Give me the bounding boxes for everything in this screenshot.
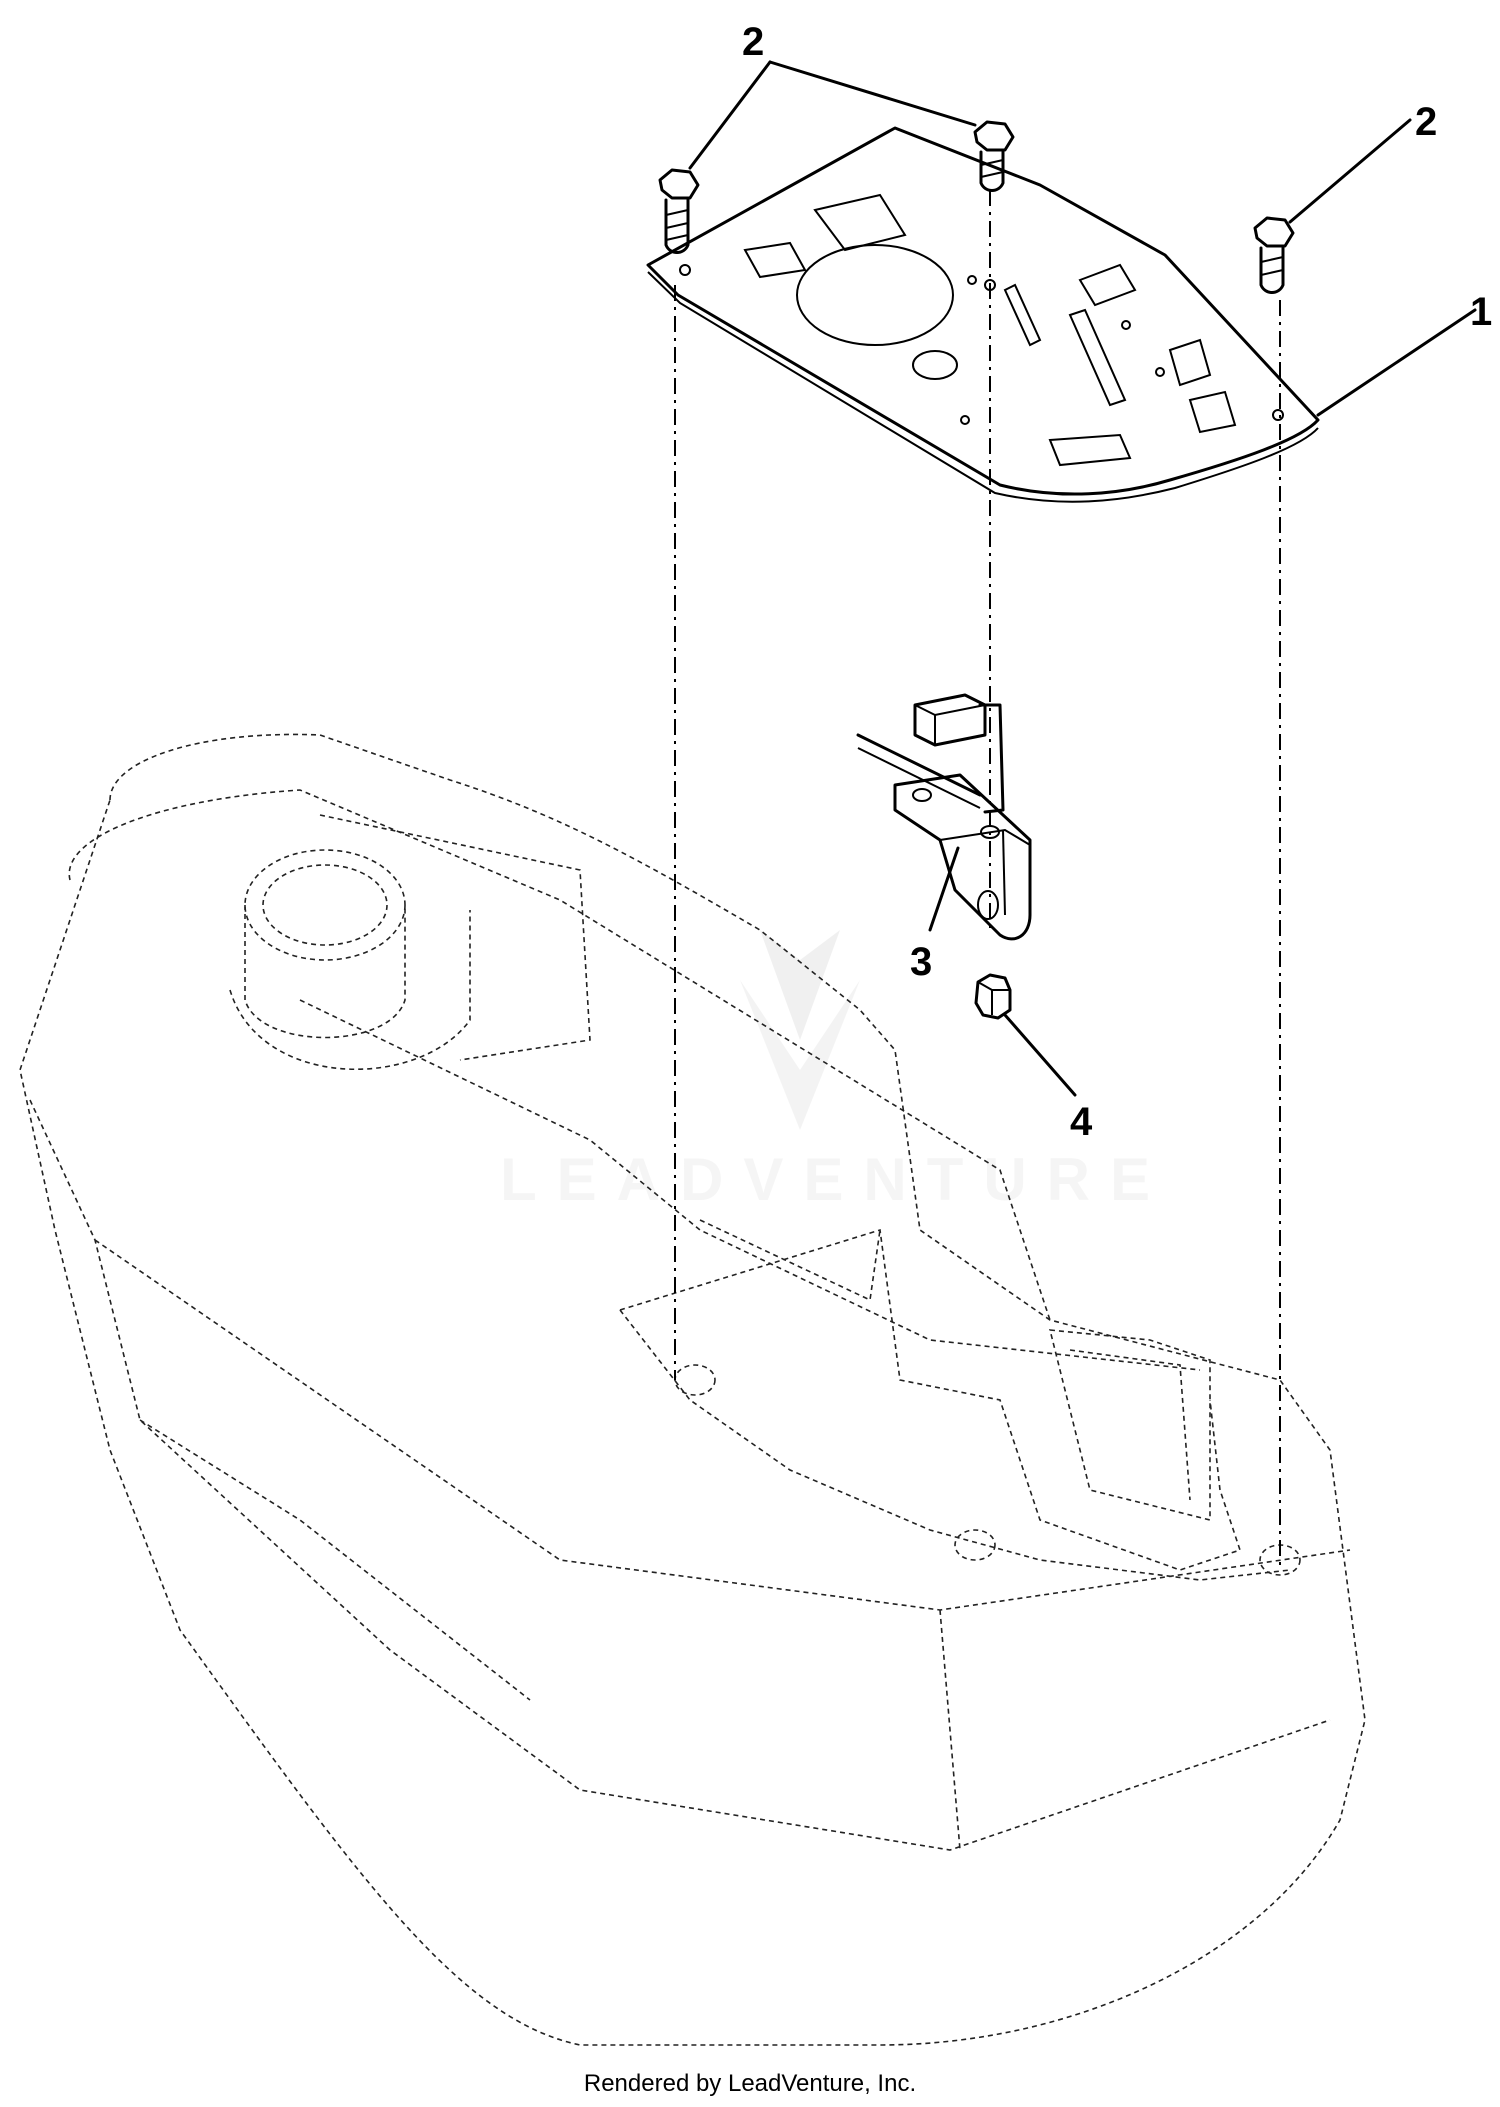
nut [974,973,1012,1020]
callout-3: 3 [910,940,932,984]
bracket [856,693,1032,941]
callout-2-top: 2 [742,20,764,64]
watermark-text: LEADVENTURE [500,1146,1170,1213]
bolt-center [973,120,1015,192]
bolt-right [1253,216,1295,294]
watermark-logo: LEADVENTURE [500,930,1170,1213]
leader-lines [688,60,1477,1097]
callout-1: 1 [1470,290,1492,334]
bolt-left [658,168,700,254]
console-housing [19,733,1366,2046]
mounting-plate [646,126,1320,503]
callout-2-right: 2 [1415,100,1437,144]
callout-4: 4 [1070,1100,1093,1144]
alignment-lines [674,190,1281,1565]
footer-credit: Rendered by LeadVenture, Inc. [583,2070,917,2097]
